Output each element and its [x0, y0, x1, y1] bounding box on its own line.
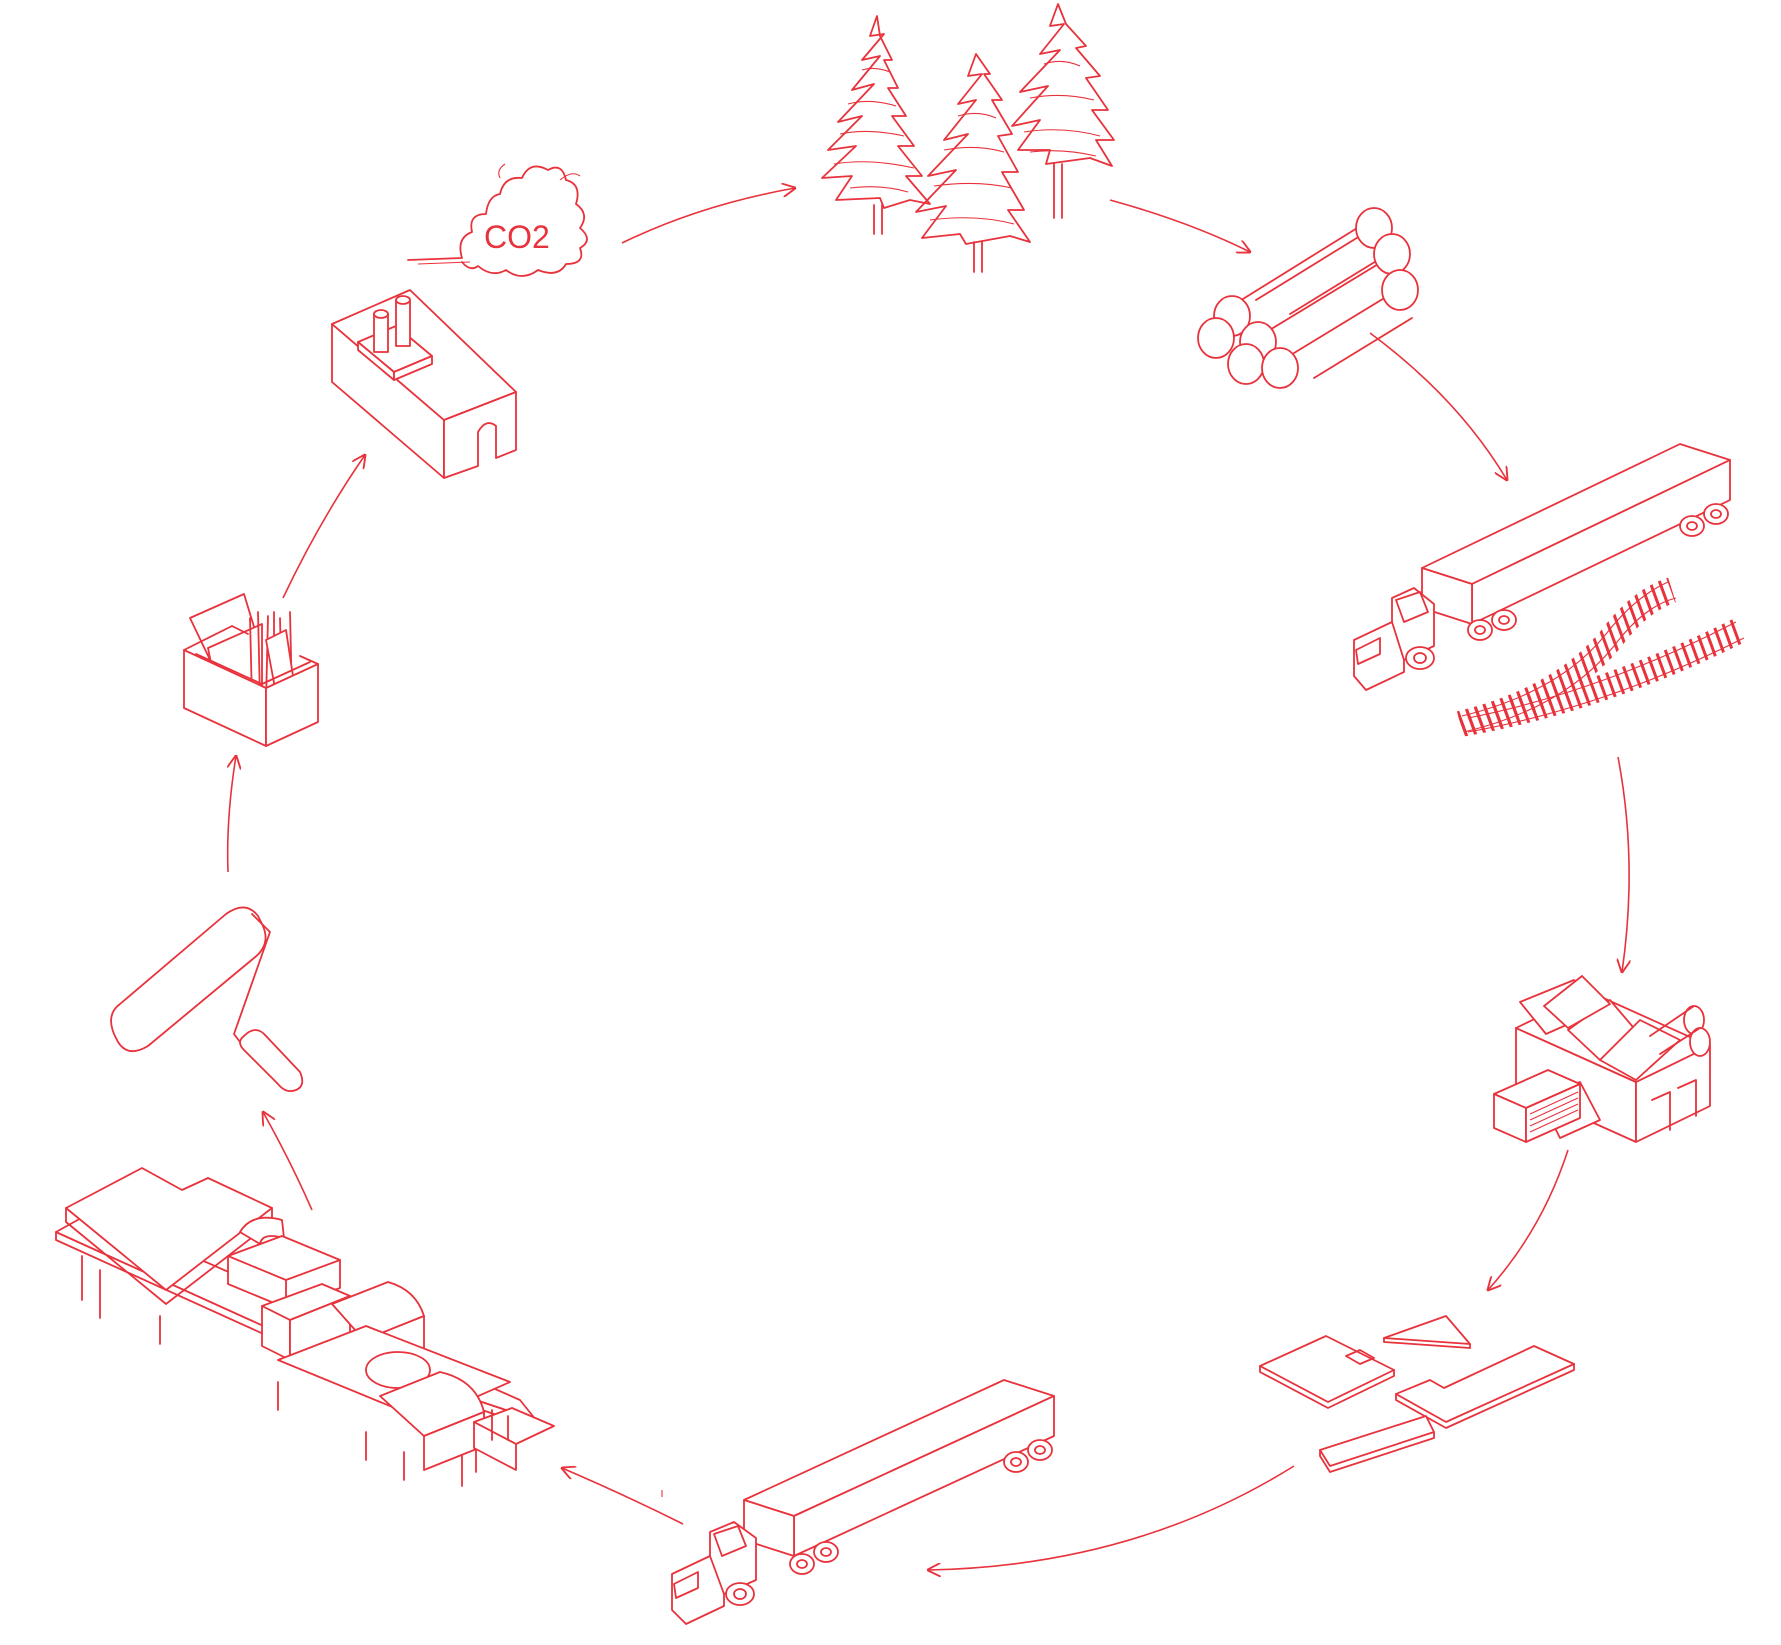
- arrow-truck-to-building: [562, 1468, 683, 1524]
- arrow-roller-to-bin: [228, 756, 236, 872]
- tree-right: [1012, 4, 1114, 218]
- delivery-truck-icon: [672, 1380, 1054, 1624]
- forest-trees-icon: [822, 4, 1114, 272]
- logging-truck-and-rail-icon: [1354, 444, 1744, 732]
- co2-label: CO2: [484, 219, 550, 255]
- arrow-bin-to-factory: [283, 455, 365, 598]
- arrow-building-to-roller: [263, 1112, 312, 1210]
- timber-panels-icon: [1260, 1316, 1574, 1472]
- arrow-panels-to-truck: [928, 1466, 1294, 1570]
- arrow-forest-to-logs: [1110, 200, 1250, 252]
- waste-bin-icon: [184, 594, 318, 746]
- co2-cloud-icon: CO2: [408, 164, 587, 276]
- paint-roller-icon: [111, 907, 302, 1091]
- factory-icon: [332, 290, 516, 478]
- arrow-sawmill-to-panels: [1488, 1150, 1568, 1290]
- tree-middle: [916, 54, 1030, 272]
- timber-building-icon: [56, 1168, 554, 1486]
- tree-left: [822, 16, 930, 234]
- log-pile-icon: [1198, 208, 1418, 388]
- arrow-co2-to-forest: [622, 188, 795, 243]
- arrow-truck-to-sawmill: [1618, 757, 1629, 972]
- sawmill-icon: [1494, 976, 1710, 1142]
- arrow-logs-to-truck: [1370, 333, 1507, 480]
